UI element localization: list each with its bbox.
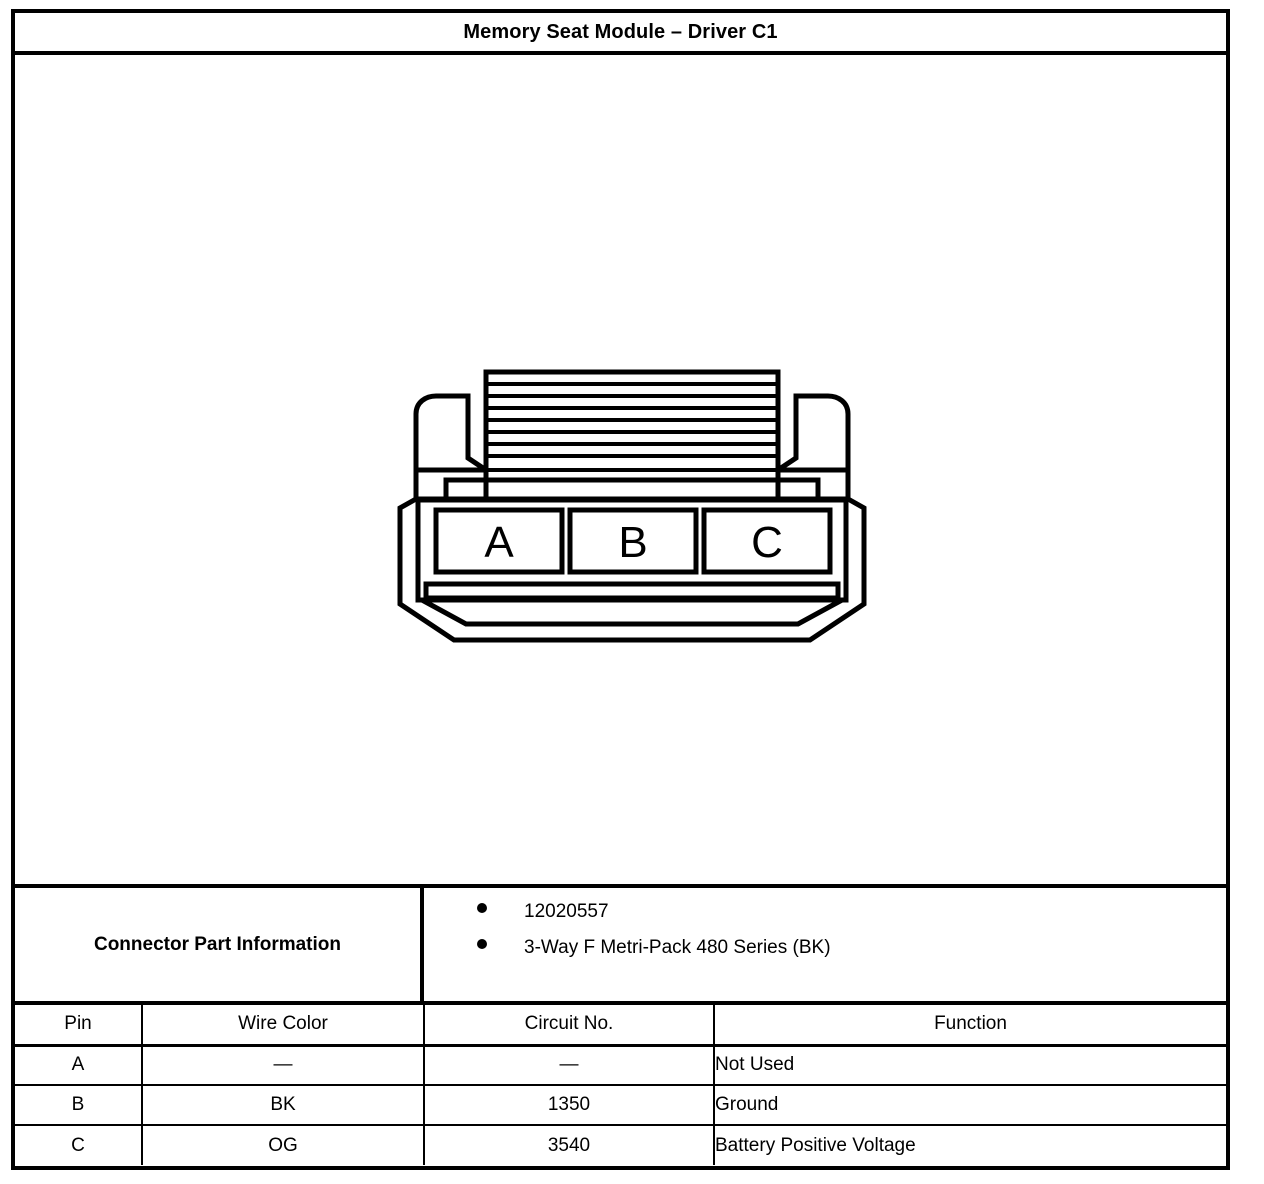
latch-rib-lines bbox=[486, 382, 778, 472]
connector-datasheet: Memory Seat Module – Driver C1 bbox=[11, 9, 1230, 1170]
terminal-cavity-a bbox=[433, 507, 565, 575]
terminal-cavity-b bbox=[567, 507, 699, 575]
sheet-title-bar: Memory Seat Module – Driver C1 bbox=[15, 13, 1226, 55]
connector-face-view-svg: A B C bbox=[397, 369, 867, 643]
bullet-icon bbox=[477, 939, 487, 949]
column-header-wire-color: Wire Color bbox=[141, 1005, 425, 1047]
part-description-text: 3-Way F Metri-Pack 480 Series (BK) bbox=[524, 937, 831, 958]
cavity-label-c: C bbox=[751, 518, 783, 567]
terminal-cavity-c bbox=[701, 507, 833, 575]
part-info-label-text: Connector Part Information bbox=[93, 933, 341, 955]
terminal-cavity-group bbox=[433, 507, 833, 575]
bullet-icon bbox=[477, 903, 487, 913]
part-info-values-cell: 12020557 3-Way F Metri-Pack 480 Series (… bbox=[424, 888, 1226, 1001]
connector-skirt-inner-line bbox=[420, 597, 844, 627]
cell-circuit-no: — bbox=[423, 1044, 715, 1086]
cavity-label-a: A bbox=[484, 518, 514, 567]
part-info-item: 3-Way F Metri-Pack 480 Series (BK) bbox=[424, 937, 1226, 973]
pin-assignment-table: Pin Wire Color Circuit No. Function A — … bbox=[15, 1005, 1226, 1165]
cell-function: Ground bbox=[713, 1084, 1226, 1126]
cell-function: Battery Positive Voltage bbox=[713, 1124, 1226, 1165]
column-header-circuit-no: Circuit No. bbox=[423, 1005, 715, 1047]
part-info-item: 12020557 bbox=[424, 901, 1226, 937]
cell-pin: C bbox=[15, 1124, 143, 1165]
part-info-label-cell: Connector Part Information bbox=[15, 888, 424, 1001]
cell-circuit-no: 3540 bbox=[423, 1124, 715, 1165]
cell-pin: B bbox=[15, 1084, 143, 1126]
column-header-function: Function bbox=[713, 1005, 1226, 1047]
column-header-pin: Pin bbox=[15, 1005, 143, 1047]
ribbed-latch-block bbox=[483, 369, 781, 483]
latch-arm-right bbox=[775, 393, 851, 499]
cavity-label-b: B bbox=[618, 518, 647, 567]
connector-lower-lip-band bbox=[423, 581, 841, 601]
table-header-row: Pin Wire Color Circuit No. Function bbox=[15, 1005, 1226, 1047]
part-number-text: 12020557 bbox=[524, 901, 609, 922]
cell-wire-color: BK bbox=[141, 1084, 425, 1126]
connector-part-information-section: Connector Part Information 12020557 3-Wa… bbox=[15, 888, 1226, 1005]
cell-pin: A bbox=[15, 1044, 143, 1086]
table-row: A — — Not Used bbox=[15, 1044, 1226, 1086]
table-row: B BK 1350 Ground bbox=[15, 1084, 1226, 1126]
cell-wire-color: OG bbox=[141, 1124, 425, 1165]
cell-function: Not Used bbox=[713, 1044, 1226, 1086]
table-row: C OG 3540 Battery Positive Voltage bbox=[15, 1124, 1226, 1165]
connector-drawing: A B C bbox=[15, 55, 1226, 884]
page-title: Memory Seat Module – Driver C1 bbox=[463, 20, 778, 43]
cell-wire-color: — bbox=[141, 1044, 425, 1086]
latch-arm-left bbox=[413, 393, 489, 499]
connector-illustration-pane: A B C bbox=[15, 55, 1226, 888]
cell-circuit-no: 1350 bbox=[423, 1084, 715, 1126]
